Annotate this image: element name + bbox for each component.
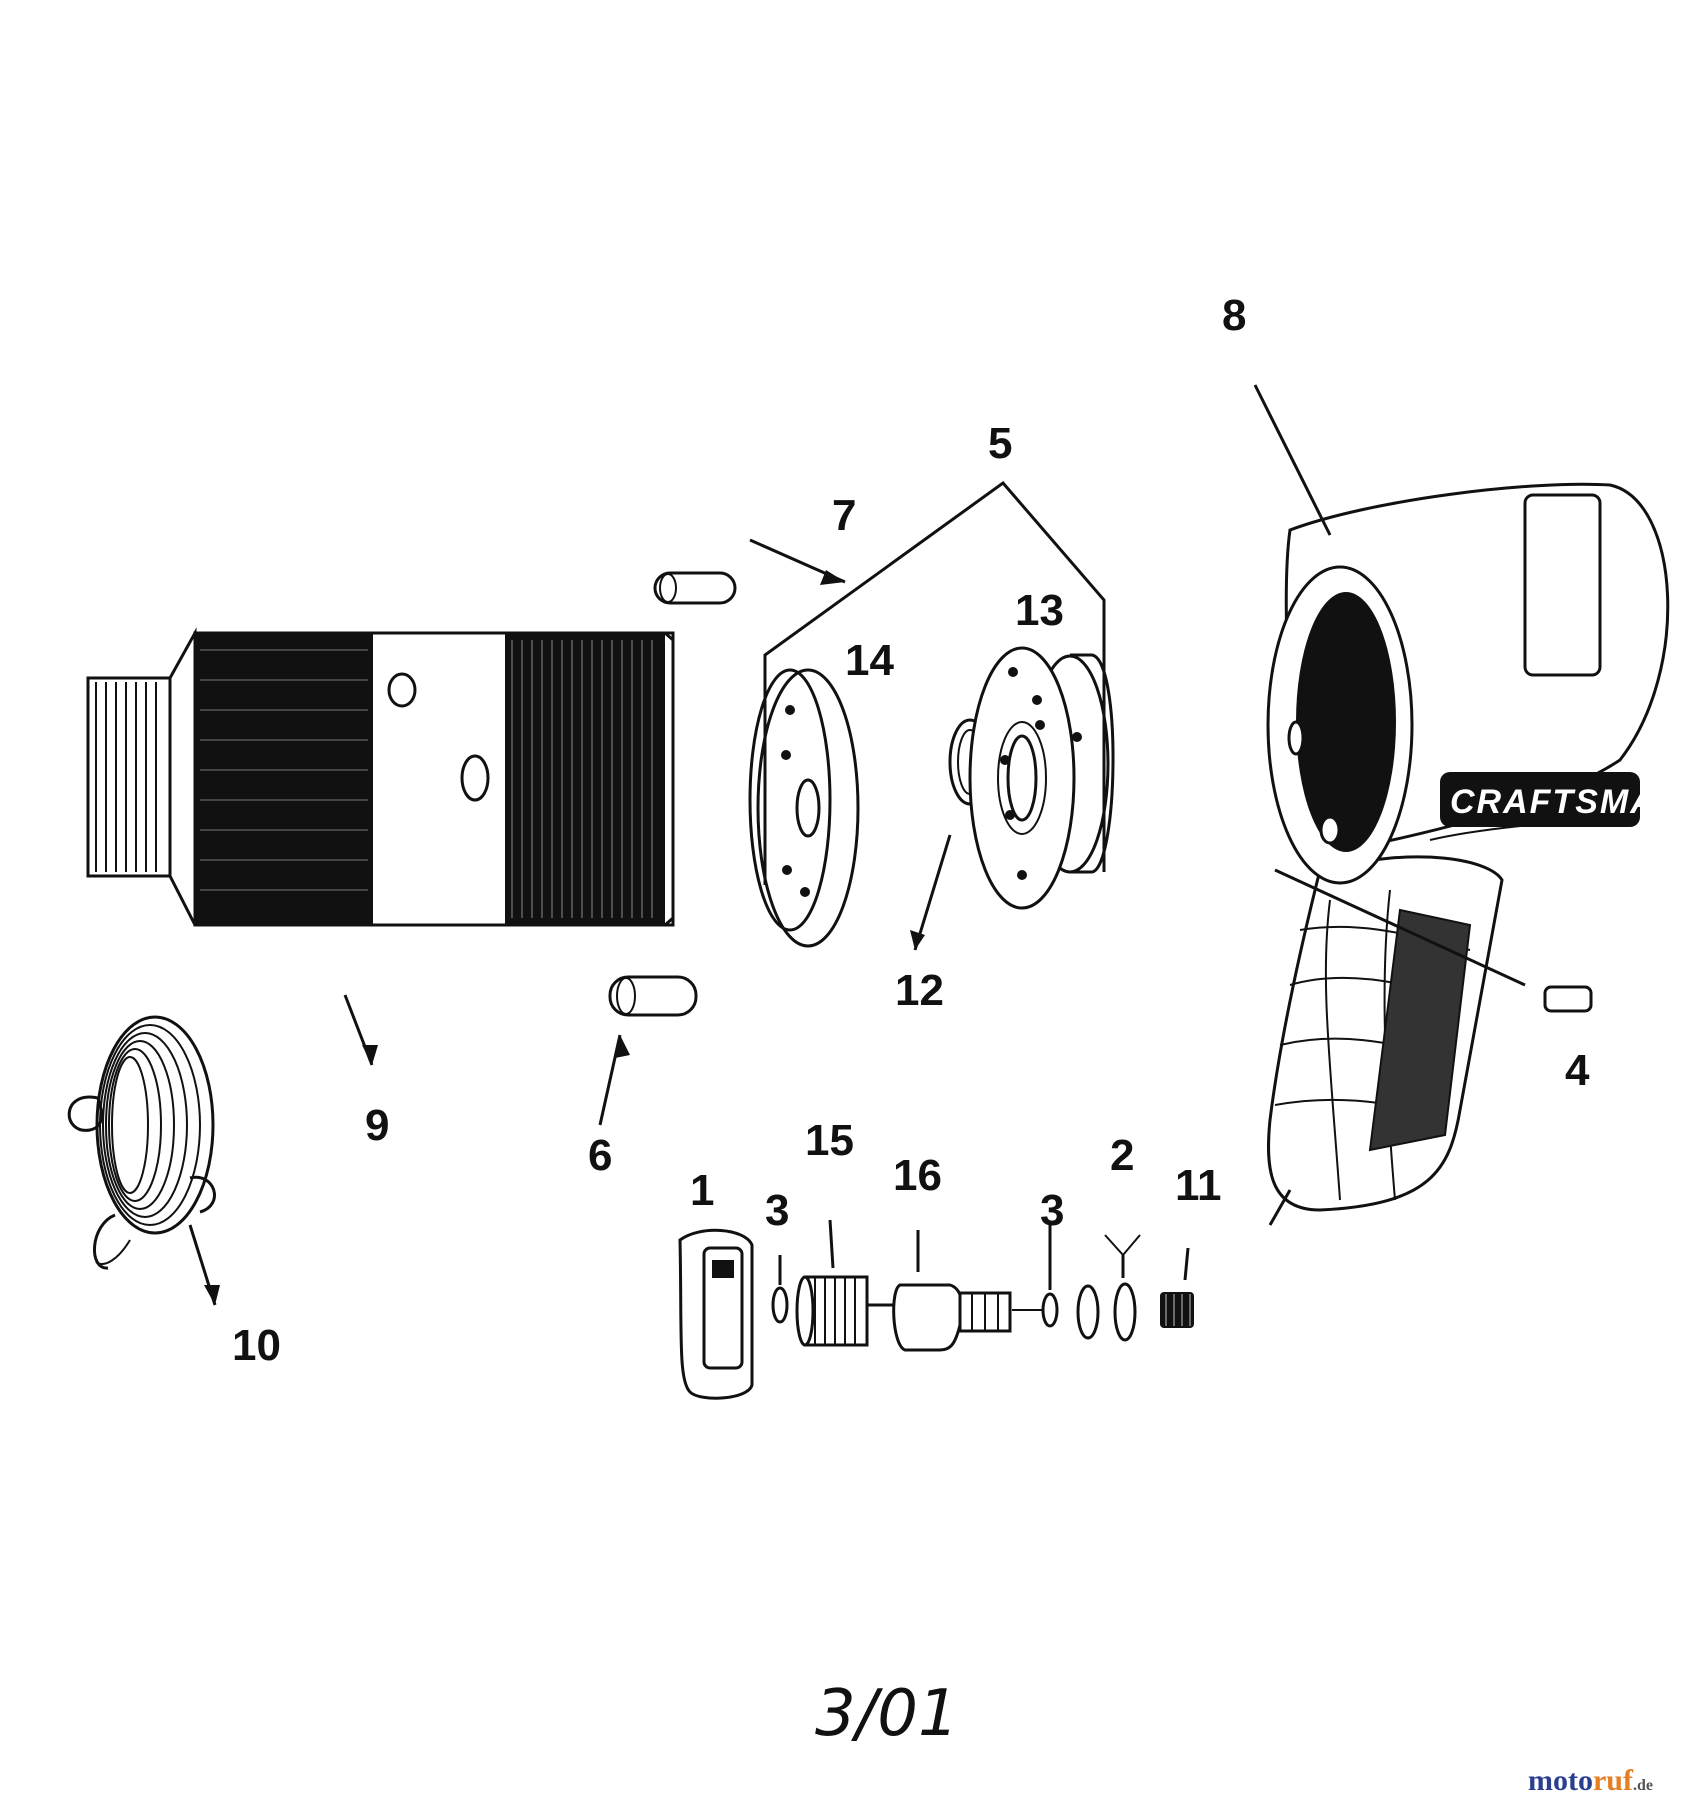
watermark-part2: ruf (1593, 1764, 1634, 1797)
watermark-part1: moto (1528, 1764, 1593, 1797)
callout-15: 15 (805, 1116, 854, 1165)
callout-2: 2 (1110, 1131, 1134, 1180)
callout-3-rear: 3 (1040, 1186, 1064, 1235)
svg-text:motoruf.de: motoruf.de (1528, 1764, 1653, 1797)
callout-12: 12 (895, 966, 944, 1015)
callout-16: 16 (893, 1151, 942, 1200)
callout-labels: 1 3 15 16 3 2 11 4 5 6 7 8 9 10 12 13 14 (232, 291, 1590, 1370)
brand-text-on-housing: CRAFTSMAN (1450, 783, 1683, 821)
callout-3-front: 3 (765, 1186, 789, 1235)
part-4-pin (1543, 985, 1593, 1013)
part-16-valve-stem (868, 1283, 1012, 1352)
part-3-o-ring-front (771, 1286, 789, 1324)
part-5-group-bracket (763, 480, 1106, 885)
arrowheads (204, 570, 925, 1305)
part-6-pin (608, 975, 698, 1017)
part-7-pin (653, 571, 737, 605)
callout-11: 11 (1175, 1161, 1222, 1210)
part-2-seals (1076, 1282, 1137, 1342)
part-15-valve-bushing (795, 1275, 869, 1347)
part-14-end-plate (748, 668, 860, 948)
callout-8: 8 (1222, 291, 1246, 340)
date-code: 3/01 (815, 1677, 959, 1751)
part-11-screw (1160, 1292, 1194, 1328)
callout-6: 6 (588, 1131, 612, 1180)
callout-1: 1 (690, 1166, 714, 1215)
part-9-cylinder (86, 627, 675, 927)
part-10-spring (67, 1015, 216, 1270)
part-3-o-ring-rear (1012, 1292, 1059, 1328)
callout-7: 7 (832, 491, 856, 540)
callout-13: 13 (1015, 586, 1064, 635)
part-13-rear-plate (968, 646, 1115, 910)
watermark-suffix: .de (1633, 1777, 1653, 1794)
part-1-trigger (678, 1228, 754, 1400)
callout-4: 4 (1565, 1046, 1590, 1095)
watermark-logo: motoruf.de (1528, 1764, 1653, 1797)
callout-14: 14 (845, 636, 894, 685)
callout-5: 5 (988, 419, 1012, 468)
callout-10: 10 (232, 1321, 281, 1370)
callout-9: 9 (365, 1101, 389, 1150)
part-8-housing: CRAFTSMAN (1266, 482, 1683, 1212)
